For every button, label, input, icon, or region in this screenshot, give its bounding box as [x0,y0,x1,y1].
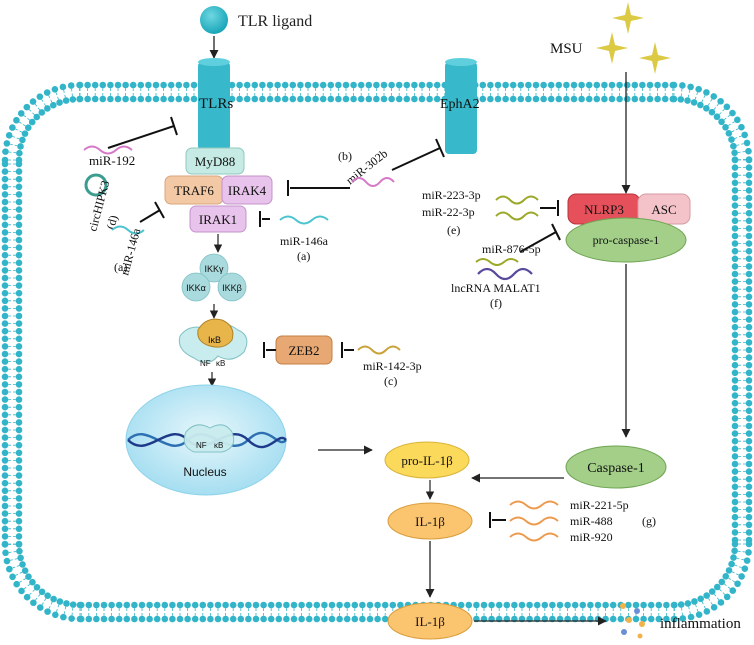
tlr-ligand-label: TLR ligand [238,13,312,30]
ikk-alpha-label: IKKα [186,283,206,293]
label-f: (f) [490,296,502,310]
myd88-label: MyD88 [195,154,235,169]
nfkb-ikb-complex: IκB NF κB [178,318,248,387]
irak1-label: IRAK1 [199,212,237,227]
nlrp3-inflammasome: NLRP3 ASC pro-caspase-1 [565,193,691,438]
mirna-strand [509,500,559,510]
msu-crystals: MSU [550,2,671,194]
mirna-strand [279,215,329,225]
mirna-strand [83,145,133,155]
zeb2-label: ZEB2 [288,343,319,358]
inflammation: inflammation [620,603,741,639]
ikk-gamma-label: IKKγ [204,264,224,274]
inflammation-label: inflammation [660,616,741,632]
mir302b: miR-302b (b) [287,138,445,196]
myd88-complex: MyD88 TRAF6 IRAK4 IRAK1 [164,147,273,253]
mir920-label: miR-920 [570,530,613,544]
star-icon [612,2,644,34]
mirna-strand [357,345,401,355]
caspase1-label: Caspase-1 [587,461,645,476]
star-icon [639,42,671,74]
zeb2: ZEB2 [275,335,333,365]
irak4-label: IRAK4 [228,183,267,198]
nlrp3-label: NLRP3 [584,202,624,217]
label-c: (c) [384,374,397,388]
mirna-strand [475,258,519,266]
mir142-3p-label: miR-142-3p [363,359,422,373]
label-a-left: (a) [114,260,127,274]
epha2-receptor: EphA2 [440,58,480,154]
mirna-strand [351,177,395,187]
label-a-right: (a) [297,249,310,263]
nf-label: NF [200,359,211,368]
tlrs-label: TLRs [199,96,233,112]
mir876-malat1: miR-876-5p lncRNA MALAT1 (f) [451,223,561,310]
mir146a-right-label: miR-146a [280,234,329,248]
ikk-beta-label: IKKβ [222,283,242,293]
label-e: (e) [447,223,460,237]
mir488-label: miR-488 [570,514,613,528]
mir221-mir488-mir920: miR-221-5p miR-488 miR-920 (g) [489,498,656,544]
label-d: (d) [103,214,120,231]
asc-label: ASC [651,202,676,217]
mir221-5p-label: miR-221-5p [570,498,629,512]
mirna-strand [111,225,145,235]
kb-label: κB [216,359,225,368]
msu-label: MSU [550,41,583,57]
pro-caspase1-label: pro-caspase-1 [593,233,660,247]
lncrna-strand [477,267,533,281]
tlr-receptor: TLRs [198,58,233,150]
epha2-label: EphA2 [440,97,480,112]
traf6-label: TRAF6 [174,183,214,198]
mir192-label: miR-192 [89,153,135,168]
mir146a-right: miR-146a (a) [259,211,329,263]
mirna-strand [509,532,559,542]
tlr-ligand: TLR ligand [200,6,312,59]
il1b-pathway: pro-IL-1β IL-1β IL-1β [384,441,607,640]
mir876-5p-label: miR-876-5p [482,242,541,256]
mir223-3p-label: miR-223-3p [422,188,481,202]
il1b-label-1: IL-1β [415,514,445,529]
label-b: (b) [338,149,352,163]
nucleus-label: Nucleus [183,465,226,479]
mirna-strand [509,516,559,526]
circrna-icon [84,173,108,197]
ikk-complex: IKKγ IKKα IKKβ [181,253,247,319]
star-icon [596,32,628,64]
label-g: (g) [642,514,656,528]
nucleus: NF κB Nucleus [125,384,287,496]
nucleus-nf-label: NF [196,441,207,450]
il1b-label-2: IL-1β [415,614,445,629]
nucleus-kb-label: κB [214,441,223,450]
mir146a-left: miR-146a (a) [111,201,165,277]
mir22-3p-label: miR-22-3p [422,205,475,219]
mirna-strand [495,211,539,221]
pro-il1b-label: pro-IL-1β [401,453,453,468]
lncrna-malat1-label: lncRNA MALAT1 [451,281,541,295]
ikb-label: IκB [208,335,221,345]
caspase1: Caspase-1 [471,445,667,489]
mirna-strand [495,195,539,205]
mir223-mir22: miR-223-3p miR-22-3p (e) [422,188,559,237]
mir142-3p: miR-142-3p (c) [263,342,422,388]
